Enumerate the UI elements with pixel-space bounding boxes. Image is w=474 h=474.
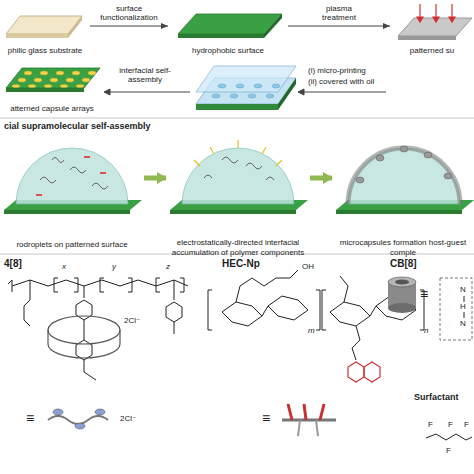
atom-label: F: [428, 420, 433, 429]
substrate-step: hydrophobic surface: [170, 6, 286, 56]
compound-name: 4[8]: [4, 258, 22, 270]
compound-name: CB[8]: [390, 258, 417, 270]
droplet-stage: rodroplets on patterned surface: [2, 134, 142, 250]
substrate-step: philic glass substrate: [2, 6, 88, 56]
substrate-step: patterned su: [392, 4, 472, 56]
stage-caption: patterned su: [392, 46, 472, 56]
compound-name: Surfactant: [414, 392, 459, 402]
droplet-panel: [170, 140, 308, 214]
step-label: interfacial self-assembly: [112, 66, 178, 84]
atom-label: F: [448, 420, 453, 429]
oil-covered-slide: [196, 66, 296, 110]
process-arrow: [310, 176, 332, 181]
arrow-label: surface functionalization: [98, 4, 160, 22]
subscript-label: m: [308, 326, 315, 335]
stage-caption: hydrophobic surface: [170, 46, 286, 56]
surfactant-chain: [426, 434, 472, 440]
compound-name: HEC-Np: [222, 258, 260, 270]
equivalence-sign: ≡: [262, 410, 270, 426]
hydrophobic-slide: [178, 14, 282, 38]
glass-slide: [6, 16, 82, 38]
cellulose-structure: [208, 270, 424, 360]
subscript-label: y: [112, 262, 116, 271]
step-label: (ii) covered with oil: [308, 77, 374, 86]
stage-caption: rodroplets on patterned surface: [2, 240, 142, 250]
section-divider: [0, 118, 474, 119]
section-title: cial supramolecular self-assembly: [4, 121, 151, 131]
atom-label: F: [446, 446, 451, 455]
capsule-array-slide: [6, 68, 100, 92]
droplet-panel: [4, 148, 142, 214]
stage-caption: atterned capsule arrays: [2, 104, 102, 114]
stage-caption: philic glass substrate: [2, 46, 88, 56]
cb8-barrel: [388, 277, 416, 313]
stage-caption: electrostatically-directed interfacial a…: [168, 238, 308, 257]
arrow-label: plasma treatment: [313, 4, 365, 22]
atom-label: OH: [302, 262, 314, 271]
subscript-label: x: [62, 262, 66, 271]
atom-label: F: [464, 420, 469, 429]
stage-caption: microcapsules formation host-guest compl…: [334, 238, 472, 257]
counterion-label: 2Cl⁻: [124, 316, 140, 325]
cucurbituril-ring: [48, 316, 120, 358]
hec-icon: [282, 404, 336, 436]
step-label: (i) micro-printing: [308, 66, 366, 75]
atom-label: N: [460, 319, 466, 328]
atom-label: H: [460, 302, 466, 311]
droplet-panel: [336, 146, 474, 214]
equivalence-sign: ≡: [420, 286, 428, 302]
atom-label: N: [460, 285, 466, 294]
equivalence-sign: ≡: [26, 410, 34, 426]
process-arrow: [288, 26, 390, 27]
droplet-stage: electrostatically-directed interfacial a…: [168, 134, 308, 257]
patterned-slide: [398, 4, 472, 40]
polymer-structure: [8, 278, 188, 380]
subscript-label: n: [424, 326, 428, 335]
subscript-label: z: [166, 262, 170, 271]
process-arrow: [90, 26, 168, 27]
process-arrow: [104, 89, 386, 95]
droplet-stage: microcapsules formation host-guest compl…: [334, 134, 472, 257]
naphthyl-group: [348, 362, 380, 382]
structure-frame: [440, 278, 472, 340]
polymer-icon: [48, 409, 108, 429]
substrate-step: atterned capsule arrays: [2, 62, 102, 114]
process-arrow: [144, 176, 166, 181]
counterion-label: 2Cl⁻: [120, 414, 136, 423]
